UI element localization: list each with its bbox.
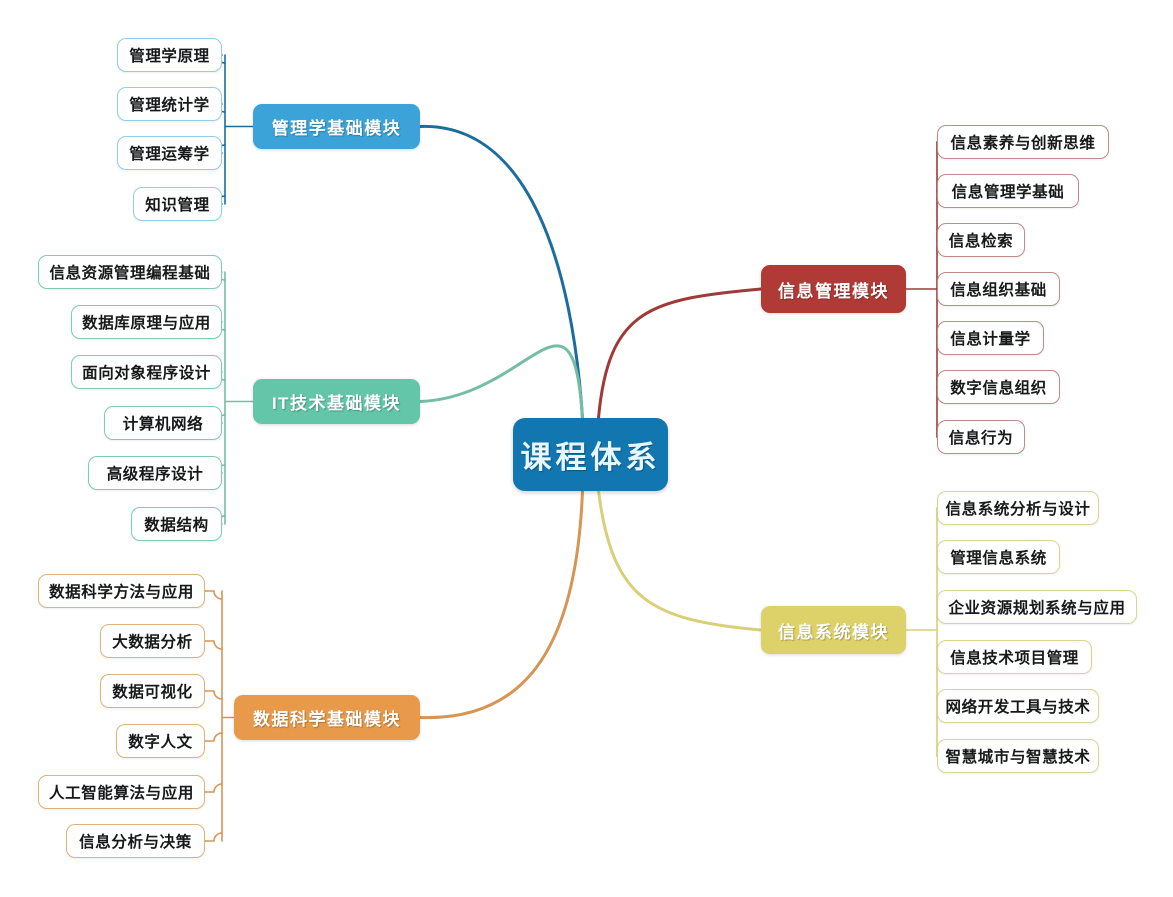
connector-path	[418, 124, 584, 420]
leaf-node-it-2[interactable]: 面向对象程序设计	[71, 355, 222, 389]
connector-path	[597, 287, 763, 420]
leaf-node-infomanagement-5[interactable]: 数字信息组织	[937, 370, 1060, 404]
leaf-node-management-2[interactable]: 管理运筹学	[117, 136, 222, 170]
connector-path	[204, 783, 223, 793]
leaf-node-infosystem-0[interactable]: 信息系统分析与设计	[937, 491, 1099, 525]
branch-node-infomanagement[interactable]: 信息管理模块	[761, 265, 906, 313]
leaf-node-management-1[interactable]: 管理统计学	[117, 87, 222, 121]
leaf-node-it-3[interactable]: 计算机网络	[104, 406, 222, 440]
connector-path	[204, 690, 223, 700]
branch-node-it[interactable]: IT技术基础模块	[253, 379, 420, 424]
leaf-node-datascience-5[interactable]: 信息分析与决策	[66, 824, 205, 858]
leaf-node-infosystem-4[interactable]: 网络开发工具与技术	[937, 689, 1099, 723]
leaf-node-infosystem-3[interactable]: 信息技术项目管理	[937, 640, 1092, 674]
leaf-node-datascience-3[interactable]: 数字人文	[116, 724, 205, 758]
leaf-node-it-0[interactable]: 信息资源管理编程基础	[38, 255, 222, 289]
branch-node-management[interactable]: 管理学基础模块	[253, 104, 420, 149]
connector-path	[204, 832, 223, 842]
leaf-node-datascience-4[interactable]: 人工智能算法与应用	[38, 775, 205, 809]
leaf-node-datascience-0[interactable]: 数据科学方法与应用	[38, 574, 205, 608]
leaf-node-infosystem-2[interactable]: 企业资源规划系统与应用	[937, 590, 1137, 624]
leaf-node-infomanagement-2[interactable]: 信息检索	[937, 223, 1025, 257]
leaf-node-infomanagement-0[interactable]: 信息素养与创新思维	[937, 125, 1109, 159]
leaf-node-infosystem-1[interactable]: 管理信息系统	[937, 540, 1060, 574]
connector-path	[418, 489, 584, 720]
leaf-node-infomanagement-4[interactable]: 信息计量学	[937, 321, 1044, 355]
leaf-node-it-5[interactable]: 数据结构	[131, 507, 222, 541]
connector-path	[418, 344, 584, 420]
branch-node-datascience[interactable]: 数据科学基础模块	[234, 695, 420, 740]
leaf-node-management-0[interactable]: 管理学原理	[117, 38, 222, 72]
leaf-node-infomanagement-3[interactable]: 信息组织基础	[937, 272, 1060, 306]
leaf-node-datascience-2[interactable]: 数据可视化	[100, 674, 205, 708]
connector-path	[204, 590, 223, 600]
leaf-node-infosystem-5[interactable]: 智慧城市与智慧技术	[937, 739, 1099, 773]
leaf-node-datascience-1[interactable]: 大数据分析	[100, 624, 205, 658]
connector-path	[597, 489, 763, 632]
connector-path	[204, 640, 223, 650]
leaf-node-management-3[interactable]: 知识管理	[133, 187, 222, 221]
leaf-node-infomanagement-6[interactable]: 信息行为	[937, 420, 1025, 454]
leaf-node-infomanagement-1[interactable]: 信息管理学基础	[937, 174, 1079, 208]
branch-node-infosystem[interactable]: 信息系统模块	[761, 606, 906, 654]
leaf-node-it-4[interactable]: 高级程序设计	[88, 456, 222, 490]
root-node-curriculum[interactable]: 课程体系	[513, 418, 668, 491]
leaf-node-it-1[interactable]: 数据库原理与应用	[71, 305, 222, 339]
connector-path	[204, 732, 223, 742]
